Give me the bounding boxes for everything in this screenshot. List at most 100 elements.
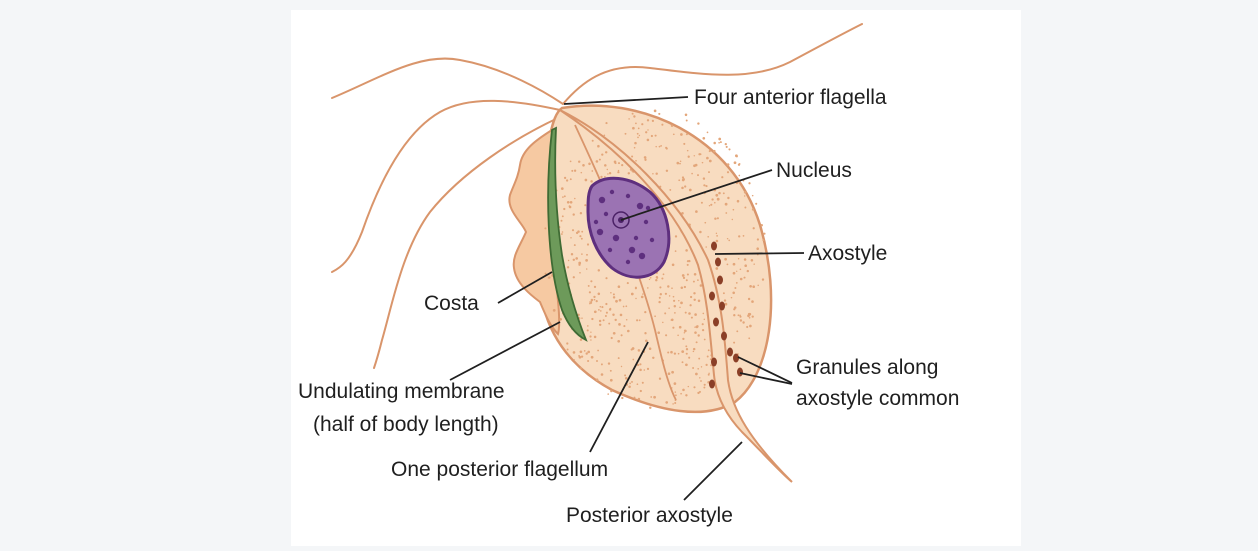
stipple-dot — [628, 385, 631, 388]
stipple-dot — [686, 120, 688, 122]
stipple-dot — [727, 264, 729, 266]
label-granules-1: Granules along — [796, 356, 938, 379]
stipple-dot — [711, 198, 713, 200]
stipple-dot — [621, 334, 623, 336]
stipple-dot — [647, 139, 650, 142]
stipple-dot — [671, 371, 674, 374]
stipple-dot — [697, 368, 699, 370]
stipple-dot — [624, 374, 626, 376]
stipple-dot — [684, 286, 686, 288]
stipple-dot — [644, 311, 646, 313]
stipple-dot — [682, 176, 684, 178]
stipple-dot — [692, 367, 694, 369]
stipple-dot — [615, 319, 617, 321]
stipple-dot — [668, 307, 670, 309]
stipple-dot — [607, 173, 608, 174]
stipple-dot — [634, 147, 636, 149]
stipple-dot — [600, 306, 602, 308]
stipple-dot — [748, 313, 750, 315]
stipple-dot — [607, 169, 608, 170]
stipple-dot — [596, 378, 599, 381]
stipple-dot — [590, 339, 592, 341]
stipple-dot — [704, 319, 705, 320]
chromatin-dot — [608, 248, 612, 252]
stipple-dot — [601, 363, 603, 365]
stipple-dot — [687, 150, 689, 152]
stipple-dot — [727, 197, 729, 199]
stipple-dot — [744, 258, 747, 261]
stipple-dot — [614, 162, 616, 164]
stipple-dot — [723, 292, 725, 294]
stipple-dot — [667, 285, 669, 287]
stipple-dot — [684, 185, 686, 187]
stipple-dot — [621, 366, 622, 367]
stipple-dot — [621, 397, 623, 399]
stipple-dot — [635, 298, 636, 299]
chromatin-dot — [629, 247, 635, 253]
stipple-dot — [609, 308, 611, 310]
stipple-dot — [610, 390, 612, 392]
stipple-dot — [651, 135, 653, 137]
chromatin-dot — [646, 206, 650, 210]
stipple-dot — [638, 128, 640, 130]
stipple-dot — [586, 254, 588, 256]
stipple-dot — [744, 207, 746, 209]
stipple-dot — [701, 202, 703, 204]
stipple-dot — [571, 170, 573, 172]
stipple-dot — [728, 148, 730, 150]
stipple-dot — [714, 217, 716, 219]
leader-posterior-axostyle — [684, 442, 742, 500]
stipple-dot — [702, 329, 704, 331]
stipple-dot — [682, 274, 685, 277]
stipple-dot — [587, 360, 589, 362]
stipple-dot — [570, 201, 573, 204]
chromatin-dot — [639, 253, 645, 259]
stipple-dot — [594, 286, 596, 288]
stipple-dot — [686, 353, 688, 355]
stipple-dot — [647, 129, 648, 130]
stipple-dot — [657, 331, 660, 334]
stipple-dot — [734, 161, 737, 164]
stipple-dot — [680, 160, 682, 162]
stipple-dot — [652, 357, 654, 359]
stipple-dot — [596, 360, 598, 362]
stipple-dot — [601, 373, 604, 376]
stipple-dot — [702, 137, 705, 140]
chromatin-dot — [644, 220, 648, 224]
stipple-dot — [739, 182, 741, 184]
stipple-dot — [693, 281, 695, 283]
stipple-dot — [625, 305, 627, 307]
chromatin-dot — [610, 190, 614, 194]
stipple-dot — [731, 297, 733, 299]
stipple-dot — [625, 377, 628, 380]
stipple-dot — [727, 163, 730, 166]
stipple-dot — [714, 202, 716, 204]
stipple-dot — [702, 162, 704, 164]
stipple-dot — [744, 195, 745, 196]
axostyle-granule — [709, 380, 715, 389]
stipple-dot — [697, 279, 699, 281]
stipple-dot — [650, 277, 652, 279]
stipple-dot — [696, 341, 698, 343]
stipple-dot — [720, 141, 722, 143]
stipple-dot — [737, 200, 740, 203]
stipple-dot — [608, 362, 610, 364]
stipple-dot — [742, 321, 744, 323]
stipple-dot — [679, 163, 681, 165]
stipple-dot — [610, 379, 613, 382]
stipple-dot — [724, 299, 726, 301]
stipple-dot — [705, 246, 707, 248]
stipple-dot — [659, 378, 661, 380]
stipple-dot — [615, 300, 618, 303]
stipple-dot — [705, 364, 707, 366]
stipple-dot — [604, 164, 607, 167]
stipple-dot — [617, 171, 619, 173]
stipple-dot — [567, 349, 569, 351]
stipple-dot — [601, 153, 603, 155]
stipple-dot — [701, 366, 702, 367]
stipple-dot — [613, 293, 615, 295]
stipple-dot — [709, 160, 712, 163]
stipple-dot — [598, 309, 600, 311]
